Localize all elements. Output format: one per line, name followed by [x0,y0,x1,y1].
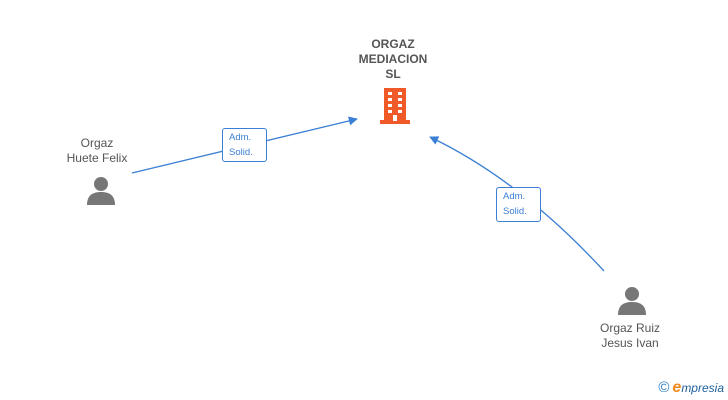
building-icon[interactable] [380,88,412,124]
brand-name: mpresia [681,381,724,395]
relation-label-line2: Solid. [229,147,253,158]
person-icon[interactable] [617,286,647,316]
relation-label-huete-felix[interactable]: Adm. Solid. [222,128,267,162]
copyright-icon: © [658,379,670,396]
company-name[interactable]: ORGAZ MEDIACION SL [343,37,443,82]
company-name-line2: MEDIACION [358,52,428,66]
brand-initial: e [672,379,682,396]
relation-label-ruiz-ivan[interactable]: Adm. Solid. [496,187,541,222]
company-name-line1: ORGAZ [371,37,415,51]
relation-label-line2: Solid. [503,206,527,217]
person-name-line1: Orgaz [80,136,114,150]
company-name-line3: SL [385,67,401,81]
brand-logo: empresia [672,380,724,396]
person-icon[interactable] [86,176,116,206]
footer-brand[interactable]: © empresia [658,380,724,396]
relation-label-line1: Adm. [229,132,252,143]
person-name-line2: Huete Felix [66,151,128,165]
person-name-line2: Jesus Ivan [601,336,659,350]
person-name-huete-felix[interactable]: Orgaz Huete Felix [42,136,152,166]
person-name-ruiz-ivan[interactable]: Orgaz Ruiz Jesus Ivan [575,321,685,351]
relation-label-line1: Adm. [503,191,526,202]
person-name-line1: Orgaz Ruiz [599,321,661,335]
